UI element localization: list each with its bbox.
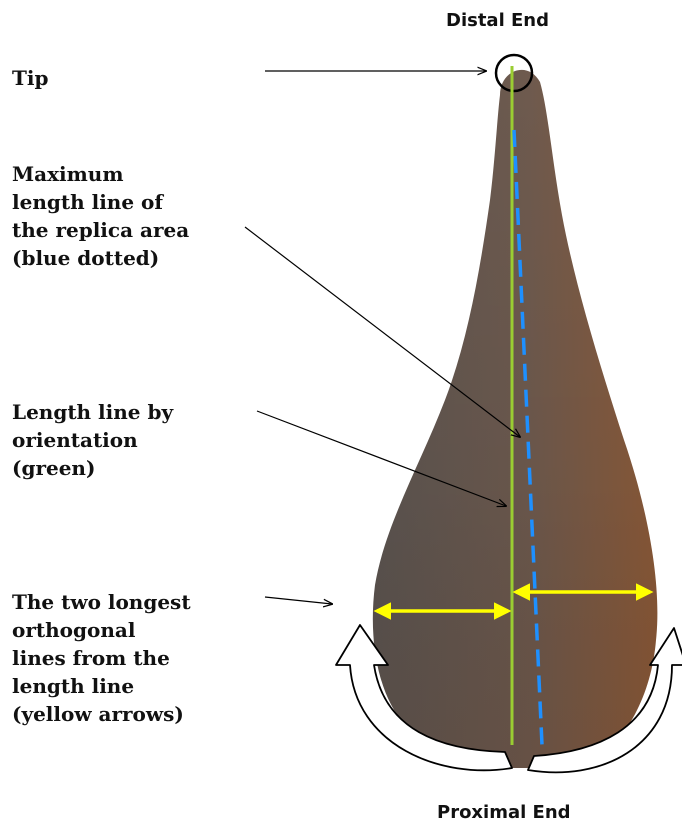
distal-end-label: Distal End — [446, 10, 549, 31]
length-orientation-label: Length line by orientation (green) — [12, 398, 173, 482]
max-length-label: Maximum length line of the replica area … — [12, 160, 189, 272]
replica-tool-shading — [373, 70, 658, 770]
orthogonal-lines-label: The two longest orthogonal lines from th… — [12, 588, 191, 728]
pointer-orthogonal — [265, 597, 332, 604]
tip-label: Tip — [12, 64, 48, 92]
proximal-end-label: Proximal End — [437, 802, 571, 823]
